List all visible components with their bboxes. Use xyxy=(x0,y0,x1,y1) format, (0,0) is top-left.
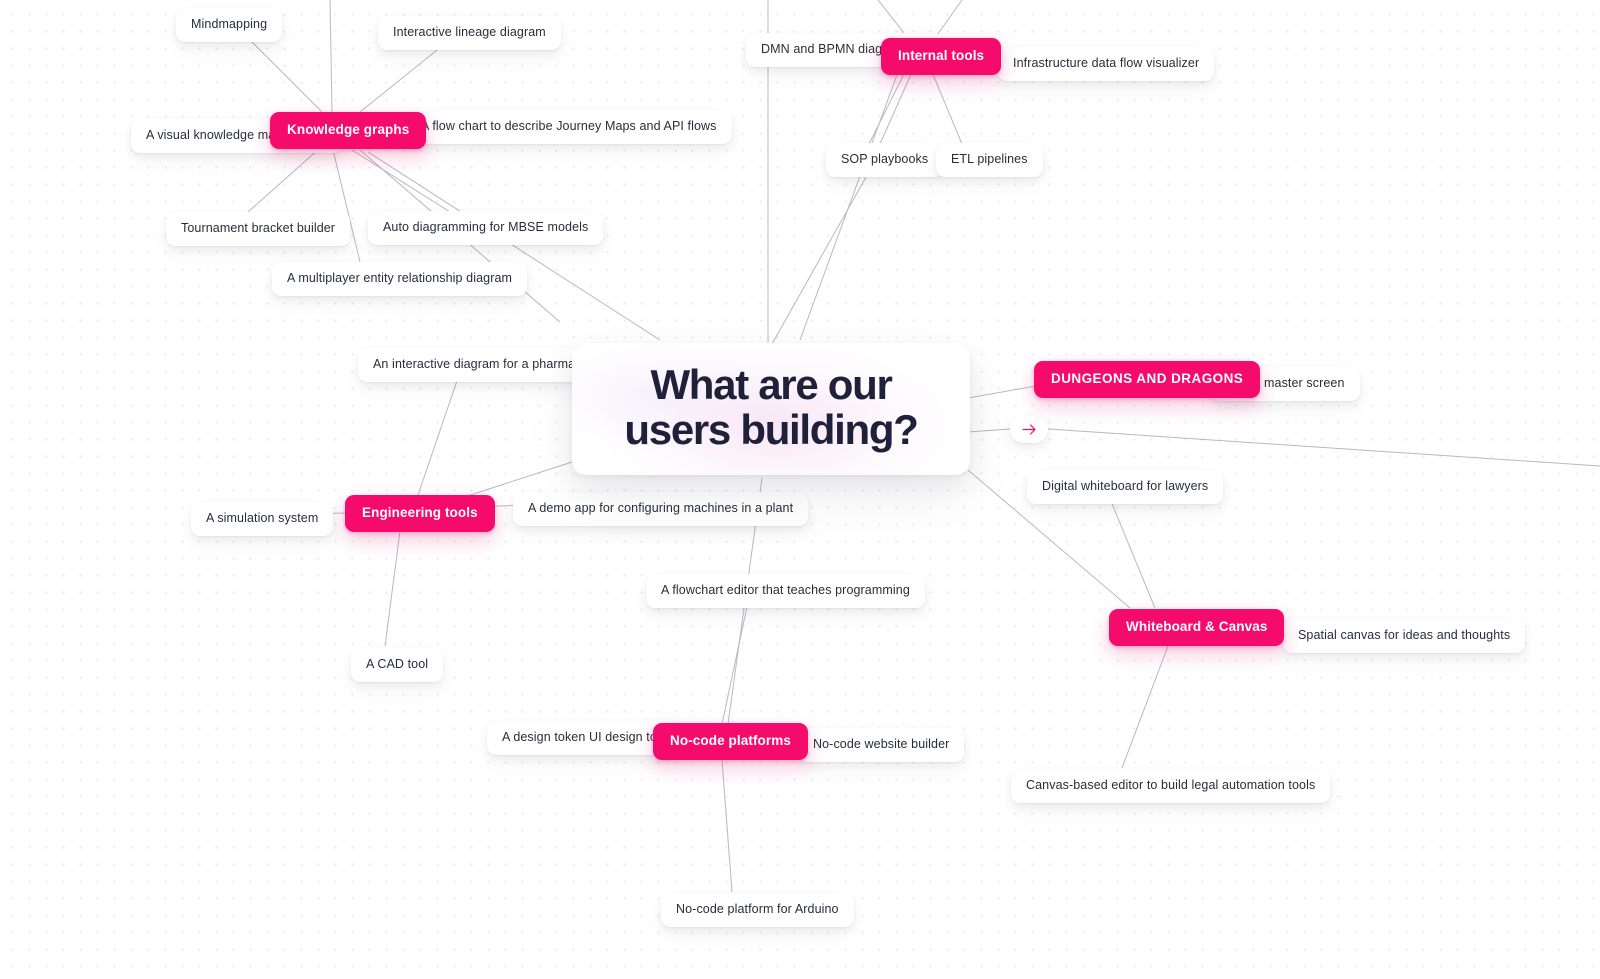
edge-nc-arduino xyxy=(721,759,733,893)
edge-sop-down xyxy=(771,169,871,345)
center-node-question[interactable]: What are our users building? xyxy=(572,343,970,475)
category-label: Knowledge graphs xyxy=(287,122,410,137)
edge-kg-mbse xyxy=(351,149,451,213)
idea-card-auto-diagramming-mbse[interactable]: Auto diagramming for MBSE models xyxy=(368,211,604,245)
idea-label: Canvas-based editor to build legal autom… xyxy=(1026,778,1316,792)
idea-card-multiplayer-entity-relationship-diagram[interactable]: A multiplayer entity relationship diagra… xyxy=(272,262,528,296)
idea-card-digital-whiteboard-for-lawyers[interactable]: Digital whiteboard for lawyers xyxy=(1027,470,1224,504)
idea-card-flowchart-editor-teaches-programming[interactable]: A flowchart editor that teaches programm… xyxy=(646,574,925,608)
idea-card-sop-playbooks[interactable]: SOP playbooks xyxy=(826,143,944,177)
arrow-right-button[interactable] xyxy=(1010,416,1048,443)
idea-card-interactive-lineage-diagram[interactable]: Interactive lineage diagram xyxy=(378,16,561,50)
idea-label: Auto diagramming for MBSE models xyxy=(383,220,589,234)
idea-card-infrastructure-data-flow-visualizer[interactable]: Infrastructure data flow visualizer xyxy=(998,47,1215,81)
idea-card-mindmapping[interactable]: Mindmapping xyxy=(176,8,283,42)
idea-label: A flowchart editor that teaches programm… xyxy=(661,583,910,597)
idea-label: Interactive lineage diagram xyxy=(393,25,546,39)
idea-card-cad-tool[interactable]: A CAD tool xyxy=(351,648,444,682)
idea-label: A flow chart to describe Journey Maps an… xyxy=(421,119,717,133)
category-node-no-code-platforms[interactable]: No-code platforms xyxy=(653,723,808,760)
idea-card-tournament-bracket-builder[interactable]: Tournament bracket builder xyxy=(166,212,351,246)
idea-label: SOP playbooks xyxy=(841,152,929,166)
category-node-engineering-tools[interactable]: Engineering tools xyxy=(345,495,495,532)
idea-label: ETL pipelines xyxy=(951,152,1028,166)
idea-label: Spatial canvas for ideas and thoughts xyxy=(1298,628,1511,642)
edge-it-center xyxy=(799,71,899,341)
hero-line-2: users building? xyxy=(624,406,918,453)
page-title: What are our users building? xyxy=(624,361,918,454)
idea-card-canvas-legal-automation[interactable]: Canvas-based editor to build legal autom… xyxy=(1011,769,1331,803)
idea-label: A design token UI design tool xyxy=(502,730,667,744)
idea-label: A CAD tool xyxy=(366,657,429,671)
idea-label: A simulation system xyxy=(206,511,319,525)
idea-label: Digital whiteboard for lawyers xyxy=(1042,479,1209,493)
edge-et-cad xyxy=(384,530,401,647)
idea-card-simulation-system[interactable]: A simulation system xyxy=(191,502,334,536)
idea-label: Infrastructure data flow visualizer xyxy=(1013,56,1200,70)
idea-label: Mindmapping xyxy=(191,17,268,31)
idea-card-etl-pipelines[interactable]: ETL pipelines xyxy=(936,143,1043,177)
edge-dnd-center xyxy=(967,385,1037,399)
edge-kg-mindmapping xyxy=(247,37,323,113)
edge-kg-up xyxy=(329,0,333,113)
category-label: DUNGEONS AND DRAGONS xyxy=(1051,371,1244,386)
idea-card-no-code-website-builder[interactable]: No-code website builder xyxy=(798,728,965,762)
idea-label: No-code website builder xyxy=(813,737,950,751)
edge-kg-lineage xyxy=(354,45,443,117)
edge-kg-center-b xyxy=(367,151,661,341)
category-label: No-code platforms xyxy=(670,733,791,748)
idea-card-no-code-platform-arduino[interactable]: No-code platform for Arduino xyxy=(661,893,854,927)
category-node-dungeons-and-dragons[interactable]: DUNGEONS AND DRAGONS xyxy=(1034,361,1261,398)
edge-it-sop-b xyxy=(879,71,913,145)
edge-nc-flowchart xyxy=(721,601,749,725)
category-node-whiteboard-canvas[interactable]: Whiteboard & Canvas xyxy=(1109,609,1285,646)
edge-it-sop-a xyxy=(868,71,906,145)
hero-line-1: What are our xyxy=(650,361,892,409)
idea-label: A multiplayer entity relationship diagra… xyxy=(287,271,513,285)
edge-wc-lawyers xyxy=(1107,493,1156,609)
idea-card-demo-app-configuring-machines[interactable]: A demo app for configuring machines in a… xyxy=(513,492,809,526)
category-label: Internal tools xyxy=(898,48,985,63)
edge-it-up-b xyxy=(934,0,963,39)
idea-label: No-code platform for Arduino xyxy=(676,902,839,916)
edge-arrow-right xyxy=(1047,428,1600,467)
idea-card-spatial-canvas[interactable]: Spatial canvas for ideas and thoughts xyxy=(1283,619,1526,653)
idea-label: A demo app for configuring machines in a… xyxy=(528,501,794,515)
edge-kg-bracket xyxy=(247,147,321,213)
idea-label: Tournament bracket builder xyxy=(181,221,336,235)
category-label: Engineering tools xyxy=(362,505,478,520)
category-label: Whiteboard & Canvas xyxy=(1126,619,1268,634)
category-node-internal-tools[interactable]: Internal tools xyxy=(881,38,1002,75)
edge-arrow-left xyxy=(967,428,1011,433)
edge-wc-legal xyxy=(1121,645,1169,769)
edge-et-pharma xyxy=(417,371,461,496)
edge-it-etl xyxy=(931,71,963,145)
arrow-right-icon xyxy=(1021,424,1037,435)
idea-card-flow-chart-journey-maps[interactable]: A flow chart to describe Journey Maps an… xyxy=(406,110,732,144)
category-node-knowledge-graphs[interactable]: Knowledge graphs xyxy=(270,112,427,149)
